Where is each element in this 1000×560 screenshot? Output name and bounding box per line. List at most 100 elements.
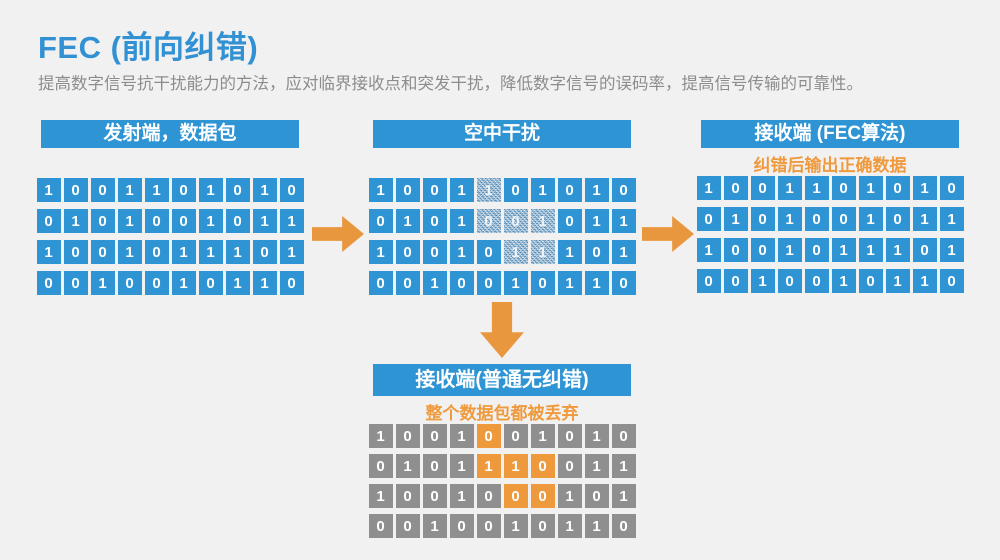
bit-cell: 1: [368, 424, 393, 448]
bit-cell: 1: [611, 240, 636, 264]
bit-cell: 0: [422, 454, 447, 478]
bit-cell: 1: [503, 454, 528, 478]
bit-cell: 0: [476, 424, 501, 448]
bit-cell: 0: [503, 424, 528, 448]
bit-cell: 1: [422, 271, 447, 295]
bit-cell: 1: [723, 207, 748, 231]
bit-cell: 0: [63, 178, 88, 202]
bit-cell: 1: [198, 240, 223, 264]
bit-cell: 0: [804, 207, 829, 231]
bit-cell: 1: [503, 271, 528, 295]
bit-cell: 1: [912, 176, 937, 200]
page-subtitle: 提高数字信号抗干扰能力的方法，应对临界接收点和突发干扰，降低数字信号的误码率，提…: [38, 75, 863, 93]
bit-cell: 0: [939, 269, 964, 293]
bit-cell: 0: [449, 514, 474, 538]
bit-cell: 0: [530, 484, 555, 508]
air-interference-header: 空中干扰: [373, 120, 631, 148]
page-title: FEC (前向纠错): [38, 30, 259, 65]
bit-cell: 1: [449, 454, 474, 478]
bit-cell: 0: [36, 271, 61, 295]
bit-cell: 1: [584, 209, 609, 233]
bit-cell: 1: [557, 484, 582, 508]
bit-cell: 0: [117, 271, 142, 295]
bit-cell: 0: [503, 178, 528, 202]
bit-cell: 1: [36, 178, 61, 202]
bit-cell: 0: [476, 240, 501, 264]
bit-cell: 0: [368, 514, 393, 538]
bit-cell: 0: [777, 269, 802, 293]
bit-cell: 0: [831, 207, 856, 231]
bit-cell: 1: [939, 207, 964, 231]
arrow-right-icon: [642, 216, 694, 252]
bit-cell: 0: [252, 240, 277, 264]
receiver-plain-header: 接收端(普通无纠错): [373, 364, 631, 396]
bit-cell: 1: [503, 240, 528, 264]
bit-cell: 0: [584, 240, 609, 264]
bit-cell: 0: [395, 240, 420, 264]
bit-cell: 0: [750, 207, 775, 231]
bit-cell: 0: [422, 484, 447, 508]
bit-cell: 0: [90, 209, 115, 233]
arrow-down-icon: [480, 302, 524, 358]
bit-cell: 0: [885, 176, 910, 200]
bit-cell: 0: [279, 271, 304, 295]
bit-cell: 1: [611, 209, 636, 233]
arrow-right-icon: [312, 216, 364, 252]
bit-cell: 0: [696, 269, 721, 293]
bit-cell: 1: [696, 238, 721, 262]
bit-cell: 1: [171, 240, 196, 264]
bit-cell: 1: [831, 238, 856, 262]
bit-cell: 1: [225, 240, 250, 264]
bit-cell: 1: [449, 178, 474, 202]
bit-cell: 0: [422, 240, 447, 264]
bit-cell: 0: [225, 178, 250, 202]
bit-cell: 1: [557, 271, 582, 295]
bit-cell: 0: [503, 209, 528, 233]
bit-cell: 1: [252, 271, 277, 295]
bit-cell: 0: [171, 178, 196, 202]
bit-cell: 0: [750, 176, 775, 200]
bit-cell: 1: [449, 424, 474, 448]
bit-cell: 0: [63, 271, 88, 295]
bit-cell: 1: [422, 514, 447, 538]
bit-cell: 1: [225, 271, 250, 295]
bit-cell: 1: [117, 240, 142, 264]
bit-cell: 1: [584, 271, 609, 295]
bit-cell: 0: [144, 240, 169, 264]
bit-cell: 0: [530, 514, 555, 538]
bit-cell: 1: [858, 238, 883, 262]
bit-cell: 1: [831, 269, 856, 293]
bit-cell: 0: [476, 271, 501, 295]
bit-cell: 1: [858, 176, 883, 200]
bit-cell: 0: [395, 514, 420, 538]
bit-cell: 0: [723, 176, 748, 200]
bit-cell: 0: [395, 271, 420, 295]
bit-cell: 0: [171, 209, 196, 233]
bit-cell: 0: [611, 178, 636, 202]
bit-cell: 1: [90, 271, 115, 295]
bit-cell: 1: [611, 454, 636, 478]
bit-cell: 1: [804, 176, 829, 200]
bit-cell: 1: [449, 209, 474, 233]
bit-cell: 0: [476, 484, 501, 508]
bit-cell: 1: [530, 240, 555, 264]
bit-cell: 0: [557, 209, 582, 233]
bit-cell: 0: [395, 424, 420, 448]
bit-cell: 1: [503, 514, 528, 538]
bit-cell: 1: [530, 209, 555, 233]
bit-cell: 1: [584, 454, 609, 478]
